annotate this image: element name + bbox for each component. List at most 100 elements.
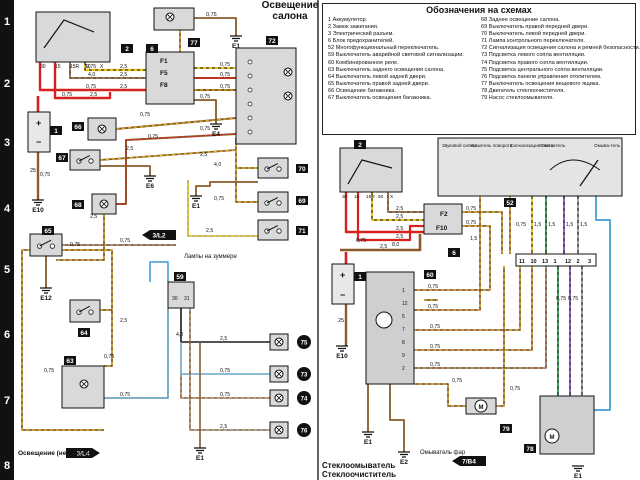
ground-icon [210,123,222,130]
legend-entry: 78 Двигатель стеклоочистителя. [481,87,565,94]
switch-contact-icon [276,200,282,206]
wire-size-label: 0,75 [120,392,130,398]
wire-size-label: 1,5 [470,236,477,242]
wire-stripe-yellow [235,168,258,203]
buzzer-note: Лампы на зуммере [184,254,237,260]
wire-size-label: 2,5 [396,214,403,220]
legend-column-right: 68 Заднее освещение салона.69 Выключател… [481,17,640,102]
component-number-tag [296,196,308,205]
legend-entry: 65 Выключатель правой задней двери. [328,80,430,87]
wire-size-label: 2,5 [396,206,403,212]
switch-function-label: Омыва-тель [594,143,621,148]
wire-size-label: 1,5 [566,222,573,228]
component-number: 6 [150,46,154,53]
ignition-pin: 15 [55,64,61,70]
wire-red [53,62,112,100]
hazard-pin: 31 [184,296,190,302]
right-panel-title: Стеклоомыватель Стеклоочиститель [322,461,397,479]
wire-size-label: 1,5 [548,222,555,228]
wire-size-label: 0,75 [120,238,130,244]
fuse-block [145,51,195,105]
component-number-tag [121,44,133,53]
wire-size-label: 0,75 [428,284,438,290]
wire-blue [149,261,169,282]
wire-stripe-red [116,133,237,205]
front-right-door-switch [257,191,289,213]
wire-stripe-yellow [462,211,503,254]
left-panel-title: Освещение салона [261,0,319,22]
wire-brown [116,133,237,205]
motor-icon [544,428,560,444]
legend-entry: 1 Аккумулятор. [328,17,368,23]
legend-entry: 68 Заднее освещение салона. [481,17,560,23]
component-number-tag [42,226,54,235]
relay-pin: 2 [402,366,405,372]
ground-icon [194,447,206,454]
component-number-tag [354,140,366,149]
ground-label: E4 [212,131,220,138]
battery-plus-icon: + [340,270,345,280]
hazard-pin: 30 [172,296,178,302]
legend-entry: 74 Подсветка правого сопла вентиляции. [481,59,589,66]
wire-size-label: 0,75 [510,386,520,392]
component-number: 59 [176,274,184,281]
wire-red [38,62,146,92]
ground-label: E2 [400,459,408,466]
component-number-tag [64,356,76,365]
component-number-tag [354,272,366,281]
wire-size-label: 1,5 [534,222,541,228]
battery-right [331,263,355,305]
relay-pin: 9 [402,353,405,359]
wire-size-label: 0,75 [70,242,80,248]
ruler-number: 1 [3,16,11,28]
wire-size-label: 0,75 [200,94,210,100]
wire-layer [21,17,611,452]
ground-icon [572,465,584,472]
wiper-lever-icon [579,159,599,187]
wire-brown [496,266,505,407]
ignition-pin: 15R [70,64,80,70]
component-layer [27,0,623,480]
component-number: 69 [298,198,306,205]
component-number: 67 [58,155,66,162]
component-number-tag [72,200,84,209]
lamp-filament-icon [166,13,174,21]
ground-icon [190,195,202,202]
ruler-number: 3 [3,137,11,149]
switch-lever-icon [266,197,279,204]
ignition-pin: 15 [354,194,360,200]
wire-size-label: 4,0 [88,72,95,78]
fuse-label: F10 [436,225,448,232]
switch-lever-icon [266,163,279,170]
grid-ruler: 1 2 3 4 5 6 7 8 [0,0,14,480]
component-number: 71 [298,228,306,235]
ground-label: E10 [32,207,44,214]
battery-plus-icon: + [36,118,41,128]
legend-entry: 70 Выключатель левой передней двери. [481,31,586,38]
legend-entry: 73 Подсветка левого сопла вентиляции. [481,52,586,59]
wire-size-label: 0,75 [452,378,462,384]
component-number-tag [424,270,436,279]
legend-entry: 79 Насос стеклоомывателя. [481,95,554,102]
fuse-label: F5 [160,70,168,77]
ground-label: E10 [336,353,348,360]
wire-stripe-gray [414,266,547,369]
component-number: 52 [506,200,514,207]
wire-brown [389,384,405,452]
wire-size-label: 0,75 [220,62,230,68]
ruler-number: 6 [3,329,11,341]
switch-function-label: Очиститель [540,143,566,148]
wire-stripe-yellow [414,266,521,331]
connector-pin: 1 [554,259,557,265]
wire-size-label: 2,5 [220,424,227,430]
multifunction-switch [437,137,623,197]
relay-pin: 1 [402,288,405,294]
component-number: 1 [54,128,58,135]
battery-minus-icon: − [36,137,41,147]
wire-size-label: 2,5 [380,244,387,250]
ignition-lever-icon [43,19,95,49]
connector-pin-icon [247,87,253,93]
lamp-filament-icon [284,68,292,76]
hazard-switch [167,281,195,309]
